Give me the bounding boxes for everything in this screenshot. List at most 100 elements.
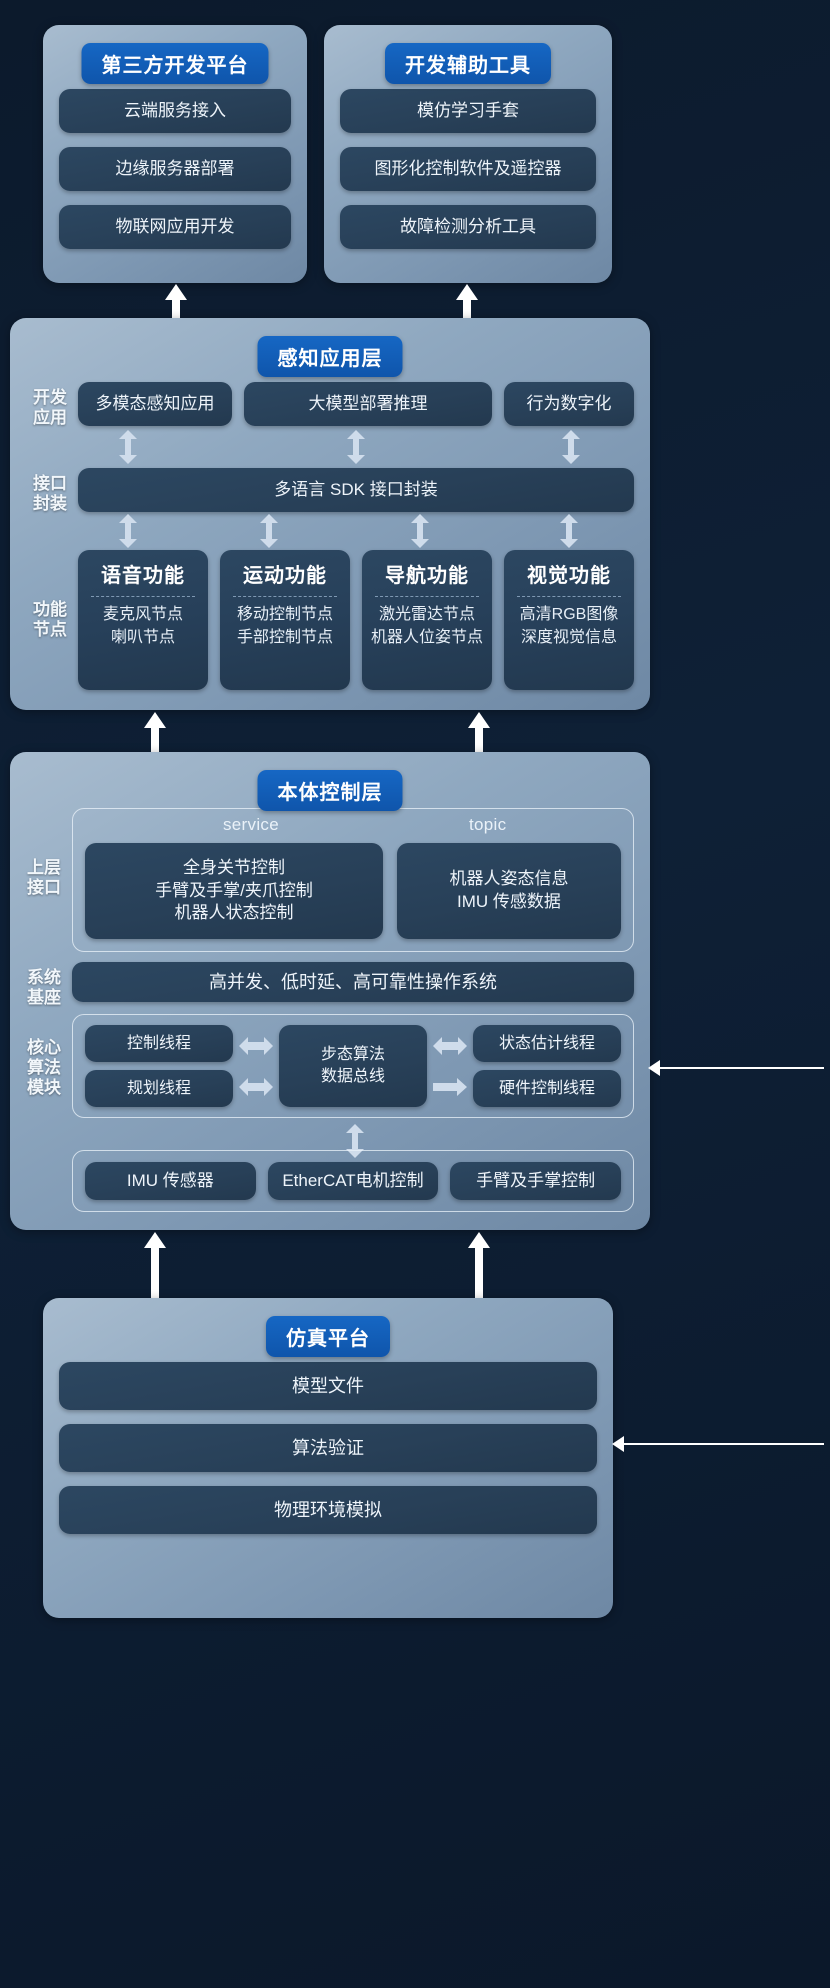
function-node-sub: 喇叭节点 — [110, 628, 175, 646]
hardware-row: IMU 传感器 EtherCAT电机控制 手臂及手掌控制 — [85, 1162, 622, 1200]
dev-app-item[interactable]: 行为数字化 — [504, 382, 634, 426]
core-algorithm-inner: 控制线程 规划线程 步态算法 数据总线 — [85, 1025, 621, 1107]
function-node-title: 运动功能 — [243, 565, 327, 587]
bidirectional-arrow-icon — [433, 1036, 467, 1055]
function-node-sub: 移动控制节点 — [236, 606, 333, 623]
arrow-body-to-simulation-right — [467, 1232, 491, 1324]
arrow-devapp1-sdk — [118, 430, 138, 464]
arrow-external-to-core-algorithm — [648, 1058, 824, 1083]
core-thread-box[interactable]: 状态估计线程 — [473, 1025, 621, 1062]
function-node-sub: 机器人位姿节点 — [370, 628, 483, 646]
panel-title-simulation: 仿真平台 — [266, 1316, 390, 1357]
function-node-sub: 激光雷达节点 — [378, 606, 475, 623]
function-node-title: 导航功能 — [385, 565, 469, 587]
channel-label-topic: topic — [469, 815, 507, 834]
simulation-item-list: 模型文件 算法验证 物理环境模拟 — [59, 1362, 597, 1534]
list-item[interactable]: 算法验证 — [59, 1424, 597, 1472]
list-item[interactable]: 物理环境模拟 — [59, 1486, 597, 1534]
core-right-column: 状态估计线程 硬件控制线程 — [473, 1025, 621, 1107]
hardware-item[interactable]: IMU 传感器 — [85, 1162, 256, 1200]
arrow-sdk-node3 — [410, 514, 430, 548]
arrow-devapp2-sdk — [346, 430, 366, 464]
system-base-row: 高并发、低时延、高可靠性操作系统 — [72, 962, 634, 1002]
arrow-sdk-node1 — [118, 514, 138, 548]
function-node-card[interactable]: 运动功能 移动控制节点 手部控制节点 — [220, 550, 350, 690]
topic-item: 机器人姿态信息 — [449, 869, 569, 889]
core-arrows-left — [239, 1025, 273, 1107]
bidirectional-arrow-icon — [239, 1036, 273, 1055]
function-node-sub: 高清RGB图像 — [519, 606, 619, 623]
function-node-title: 视觉功能 — [527, 565, 611, 587]
perception-function-nodes-row: 语音功能 麦克风节点 喇叭节点 运动功能 移动控制节点 手部控制节点 导航功能 … — [78, 550, 634, 690]
bus-line: 数据总线 — [320, 1068, 385, 1085]
row-label-core-algorithm: 核心算法模块 — [27, 1038, 61, 1098]
list-item[interactable]: 图形化控制软件及遥控器 — [340, 147, 596, 191]
function-node-card[interactable]: 语音功能 麦克风节点 喇叭节点 — [78, 550, 208, 690]
service-item: 机器人状态控制 — [174, 903, 294, 923]
bus-line: 步态算法 — [320, 1046, 385, 1064]
divider — [516, 596, 622, 597]
list-item[interactable]: 模型文件 — [59, 1362, 597, 1410]
hardware-item[interactable]: 手臂及手掌控制 — [450, 1162, 622, 1200]
bidirectional-arrow-icon — [239, 1077, 273, 1096]
panel-simulation-platform: 仿真平台 模型文件 算法验证 物理环境模拟 — [43, 1298, 613, 1618]
operating-system-box[interactable]: 高并发、低时延、高可靠性操作系统 — [72, 962, 634, 1002]
panel-title-perception: 感知应用层 — [257, 336, 403, 377]
topic-item: IMU 传感数据 — [457, 892, 561, 911]
row-label-upper-interface: 上层接口 — [27, 858, 61, 898]
list-item[interactable]: 云端服务接入 — [59, 89, 291, 133]
hardware-item[interactable]: EtherCAT电机控制 — [267, 1162, 439, 1200]
service-item: 手臂及手掌/夹爪控制 — [155, 880, 313, 900]
arrow-external-to-simulation — [612, 1434, 824, 1459]
function-node-card[interactable]: 导航功能 激光雷达节点 机器人位姿节点 — [362, 550, 492, 690]
dev-app-item[interactable]: 多模态感知应用 — [78, 382, 232, 426]
function-node-sub: 麦克风节点 — [102, 606, 183, 623]
channel-label-service: service — [223, 815, 279, 834]
arrow-body-to-simulation-left — [143, 1232, 167, 1324]
perception-dev-apps-row: 多模态感知应用 大模型部署推理 行为数字化 — [78, 382, 634, 426]
core-thread-box[interactable]: 硬件控制线程 — [473, 1070, 621, 1107]
arrow-sdk-node4 — [559, 514, 579, 548]
hardware-frame: IMU 传感器 EtherCAT电机控制 手臂及手掌控制 — [72, 1150, 634, 1212]
row-label-system-base: 系统基座 — [27, 968, 61, 1008]
divider — [232, 596, 338, 597]
perception-sdk-row: 多语言 SDK 接口封装 — [78, 468, 634, 512]
dev-app-item[interactable]: 大模型部署推理 — [244, 382, 492, 426]
row-label-dev-apps: 开发应用 — [33, 388, 67, 428]
panel-perception-application-layer: 感知应用层 开发应用 多模态感知应用 大模型部署推理 行为数字化 接口封装 多语… — [10, 318, 650, 710]
row-label-function-nodes: 功能节点 — [33, 600, 67, 640]
list-item[interactable]: 故障检测分析工具 — [340, 205, 596, 249]
service-item: 全身关节控制 — [182, 857, 285, 877]
list-item[interactable]: 边缘服务器部署 — [59, 147, 291, 191]
right-arrow-icon — [433, 1077, 467, 1096]
list-item[interactable]: 模仿学习手套 — [340, 89, 596, 133]
panel-title-body-control: 本体控制层 — [257, 770, 403, 811]
divider — [374, 596, 480, 597]
function-node-sub: 深度视觉信息 — [520, 628, 617, 646]
function-node-card[interactable]: 视觉功能 高清RGB图像 深度视觉信息 — [504, 550, 634, 690]
list-item[interactable]: 物联网应用开发 — [59, 205, 291, 249]
upper-interface-frame: service topic 全身关节控制 手臂及手掌/夹爪控制 机器人状态控制 … — [72, 808, 634, 952]
arrow-sdk-node2 — [259, 514, 279, 548]
third-party-item-list: 云端服务接入 边缘服务器部署 物联网应用开发 — [59, 89, 291, 249]
service-card[interactable]: 全身关节控制 手臂及手掌/夹爪控制 机器人状态控制 — [85, 843, 383, 939]
arrow-core-to-hardware — [345, 1124, 365, 1158]
row-label-interface-encapsulation: 接口封装 — [33, 474, 67, 514]
sdk-encapsulation-box[interactable]: 多语言 SDK 接口封装 — [78, 468, 634, 512]
function-node-title: 语音功能 — [101, 565, 185, 587]
arrow-devapp3-sdk — [561, 430, 581, 464]
topic-card[interactable]: 机器人姿态信息 IMU 传感数据 — [396, 843, 621, 939]
core-left-column: 控制线程 规划线程 — [85, 1025, 233, 1107]
core-algorithm-frame: 控制线程 规划线程 步态算法 数据总线 — [72, 1014, 634, 1118]
core-thread-box[interactable]: 规划线程 — [85, 1070, 233, 1107]
function-node-sub: 手部控制节点 — [236, 628, 333, 646]
divider — [90, 596, 196, 597]
gait-data-bus-box[interactable]: 步态算法 数据总线 — [279, 1025, 427, 1107]
core-bus-column: 步态算法 数据总线 — [279, 1025, 427, 1107]
panel-third-party-platform: 第三方开发平台 云端服务接入 边缘服务器部署 物联网应用开发 — [43, 25, 307, 283]
core-arrows-right — [433, 1025, 467, 1107]
panel-dev-tools: 开发辅助工具 模仿学习手套 图形化控制软件及遥控器 故障检测分析工具 — [324, 25, 612, 283]
dev-tools-item-list: 模仿学习手套 图形化控制软件及遥控器 故障检测分析工具 — [340, 89, 596, 249]
core-thread-box[interactable]: 控制线程 — [85, 1025, 233, 1062]
